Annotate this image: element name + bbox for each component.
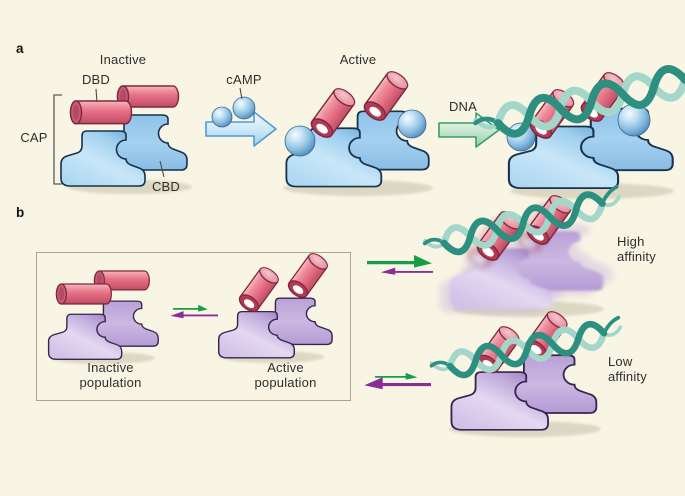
cbd-pointer-line	[159, 160, 165, 178]
camp-activation-arrow-icon	[205, 111, 277, 147]
cap-label: CAP	[20, 130, 48, 145]
active-population-line1: Active	[267, 360, 304, 375]
camp-molecules	[211, 96, 256, 128]
high-affinity-forward-arrow-icon	[367, 254, 432, 268]
inactive-state-title: Inactive	[99, 52, 147, 67]
population-equilibrium-box	[36, 252, 351, 401]
panel-a-label: a	[16, 41, 24, 56]
inactive-population-line2: population	[79, 375, 142, 390]
bound-camp-sphere-icon	[397, 109, 427, 139]
active-population-label: Active population	[233, 360, 338, 390]
bound-camp-sphere-icon	[284, 125, 316, 157]
active-population-illustration	[217, 297, 333, 359]
inactive-population-line1: Inactive	[87, 360, 134, 375]
equilibrium-reverse-arrow-icon	[170, 311, 218, 319]
active-population-line2: population	[254, 375, 317, 390]
inactive-population-illustration	[47, 300, 159, 361]
high-affinity-reverse-arrow-icon	[380, 267, 433, 275]
high-affinity-line2: affinity	[617, 249, 656, 264]
low-affinity-line1: Low	[608, 354, 633, 369]
high-affinity-line1: High	[617, 234, 645, 249]
dbd-helix-front-icon	[55, 283, 113, 305]
dbd-label: DBD	[81, 72, 111, 87]
low-affinity-label: Low affinity	[608, 354, 668, 384]
panel-b-label: b	[16, 205, 25, 220]
dbd-helix-exposed-icon	[284, 249, 331, 302]
high-affinity-label: High affinity	[617, 234, 677, 264]
active-state-title: Active	[339, 52, 377, 67]
dbd-pointer-line	[95, 88, 98, 103]
dbd-helix-front-icon	[69, 100, 133, 125]
inactive-population-label: Inactive population	[58, 360, 163, 390]
inactive-cap-illustration	[60, 114, 188, 187]
low-affinity-reverse-arrow-icon	[364, 377, 431, 390]
camp-label: cAMP	[226, 72, 262, 87]
dbd-helix-exposed-icon	[235, 263, 282, 316]
cap-bracket	[53, 94, 62, 185]
camp-pointer-line	[239, 87, 243, 100]
bound-camp-sphere-icon	[617, 103, 651, 137]
dna-label: DNA	[448, 99, 478, 114]
equilibrium-forward-arrow-icon	[173, 304, 208, 312]
low-affinity-line2: affinity	[608, 369, 647, 384]
cbd-label: CBD	[151, 179, 181, 194]
